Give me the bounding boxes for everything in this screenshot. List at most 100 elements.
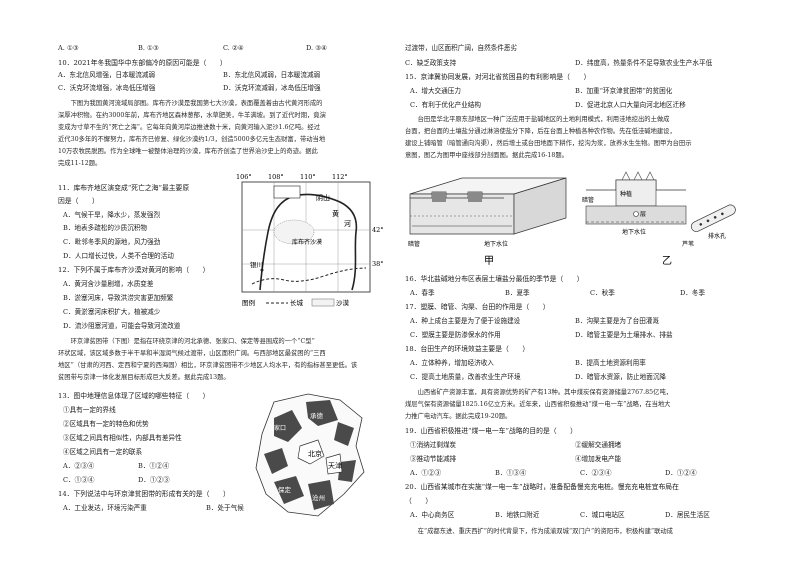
option: C．塑膜主要是防渗保水的作用 — [410, 331, 501, 339]
map-label: 沧州 — [312, 493, 325, 502]
question-14: 14．下列说法中与环京津贫困带的形成有关的是（ ） — [58, 490, 230, 498]
lon-label: 108° — [268, 173, 284, 181]
list-item: ①具有一定的界线 — [63, 406, 116, 414]
option: D．沃克环流减弱，冰岛低压增强 — [223, 84, 321, 92]
question-15: 15．京津冀协同发展，对河北省贫困县的有利影响是（ ） — [405, 73, 591, 81]
legend-title: 图例 — [242, 298, 255, 307]
option: C．有利于优化产业结构 — [410, 101, 481, 109]
passage-line: 深厚冲积物。在约3000年前，库布齐地区森林葱郁，水草肥美，牛羊满坡。到了近代时… — [58, 112, 326, 119]
option: D．流沙阻塞河道，可能会导致河流改道 — [63, 322, 181, 330]
kubuqi-map: 106° 108° 110° 112° 42° 38° 阴山 黄 河 库布齐沙漠… — [236, 173, 384, 307]
lon-label: 110° — [300, 173, 316, 181]
passage-line: 环状区域，该区域多数于半干旱和半湿润气候过渡带，山区面积广阔。与西部地区最贫困的… — [58, 350, 326, 357]
option: C. ②④ — [223, 44, 244, 52]
option: C．①③④ — [63, 476, 95, 484]
option: C．提高土地质量，改善农业生产环境 — [410, 373, 521, 381]
option: A．立体种养，增加经济收入 — [410, 359, 494, 367]
option: D．①②④ — [665, 469, 697, 477]
option: B．地铁口附近 — [495, 511, 540, 519]
option: D．人口增长过快，人类不合理的活动 — [63, 252, 174, 260]
option: A．气候干旱，降水少，蒸发强烈 — [63, 211, 161, 219]
passage-line: 建设上铺暗管（暗管通向沟渠），然后增土或台田地面下耕作，挖沟为浆，放养水生生物。… — [405, 140, 692, 147]
map-label: 保定 — [278, 485, 292, 494]
passage-line: 煤层气保有资源储量1825.16亿立方米。近年来，山西省积极推动“煤一电一车”战… — [405, 401, 671, 408]
option: D．纬度高，热量条件不足导致农业生产水平低 — [575, 59, 713, 67]
map-label: 库布齐沙漠 — [292, 238, 322, 246]
option: B．①③④ — [495, 469, 527, 477]
option: D．促进北京人口大量向河北地区迁移 — [575, 101, 686, 109]
option: C．城口电站区 — [580, 511, 625, 519]
option: A．中心商务区 — [410, 511, 455, 519]
option: B．加重“环京津贫困带”的贫困化 — [575, 87, 673, 95]
figure-label: 地下水位 — [484, 240, 508, 248]
passage-line: 变成为寸草不生的“死亡之海”。它每年向黄河岸边推进数十米，向黄河输入泥沙1.6亿… — [58, 124, 321, 131]
map-label: 北京 — [308, 449, 322, 458]
list-item: ③推动节能减排 — [410, 455, 457, 463]
list-item: ④区域之间具有一定的联系 — [63, 448, 143, 456]
figure-yi: 种植 层 暗管 地下水位 排水孔 芦苇 乙 — [582, 171, 736, 267]
map-label: 天津 — [328, 462, 342, 470]
passage-line: 在“成都东进、重庆西扩”的时代背景下，作为成渝双城“双门户”的资阳市，积极构建“… — [405, 528, 673, 535]
lon-label: 112° — [332, 173, 348, 181]
lat-label: 38° — [372, 260, 384, 268]
figure-label: 地下水位 — [622, 228, 646, 236]
desert-area — [273, 219, 315, 245]
option: A．增大交通压力 — [410, 87, 461, 95]
option: D．居民生活区 — [665, 511, 710, 519]
question-12: 12．下列不属于库布齐沙漠对黄河的影响（ ） — [58, 266, 210, 274]
option: D. ③④ — [306, 44, 328, 52]
list-item: ④增加发电产能 — [575, 455, 622, 463]
passage-line: 近代30多年的不懈努力，库布齐已修复、绿化沙漠约1/3，创造5000多亿元生态财… — [58, 136, 326, 143]
passage-line: 完成11-12题。 — [58, 160, 102, 167]
option: A．①②③ — [410, 469, 442, 477]
figure-caption: 乙 — [662, 255, 672, 267]
option: A. ①③ — [58, 44, 79, 52]
question-10: 10．2021年冬我国华中东部偏冷的原因可能是（ ） — [58, 59, 227, 67]
option: B．东北信风减弱，日本暖流减弱 — [223, 71, 321, 79]
option: B．提高土地资源利用率 — [575, 359, 646, 367]
option: A．黄河含沙量剧增，水质变差 — [63, 280, 154, 288]
map-label: 阴山 — [316, 193, 330, 202]
figure-label: 芦苇 — [682, 240, 694, 248]
list-item: ②区域具有一定的特色和优势 — [63, 420, 149, 428]
option: C．沃克环流增强，冰岛低压增强 — [58, 84, 156, 92]
option: B. ①③ — [138, 44, 159, 52]
option: C．缺乏政策支持 — [405, 59, 457, 67]
great-wall — [251, 267, 367, 285]
legend-label: 沙漠 — [336, 298, 350, 307]
option: A．②③④ — [63, 462, 95, 470]
map-label: 黄 — [332, 209, 339, 218]
option: D．①②③ — [138, 476, 170, 484]
yellow-river — [259, 193, 358, 291]
figure-label: 暗管 — [582, 196, 594, 204]
figure-label: 暗管 — [408, 240, 420, 248]
poverty-belt-map: 北京 天津 承德 张家口 保定 沧州 — [255, 393, 365, 517]
passage-line: 10万农牧民脱困。作为全球唯一被整体治理的沙漠，库布齐创造了世界治沙史上的奇迹。… — [58, 148, 318, 155]
question-11: 11．库布齐地区演变成“死亡之海”最主要原 — [58, 184, 190, 192]
lat-label: 42° — [372, 226, 384, 234]
option: A．东北信风增强，日本暖流减弱 — [58, 71, 156, 79]
option: C．秋季 — [590, 289, 615, 297]
option: B．沟渠主要是为了台田灌溉 — [575, 317, 659, 325]
map-label: 河 — [344, 220, 351, 228]
option: C．毗邻冬季风的源地，风力强劲 — [63, 238, 161, 246]
list-item: ①消纳过剩煤炭 — [410, 441, 457, 449]
map-label: 张家口 — [268, 424, 286, 432]
map-label: 承德 — [310, 411, 324, 420]
figure-label: 层 — [640, 211, 646, 218]
continued-text: 过渡带，山区面积广阔，自然条件恶劣 — [405, 44, 518, 52]
passage-line: 环京津贫困带（下图）是指在环绕京津的河北承德、张家口、保定等县围成的一个“C型” — [58, 338, 315, 345]
figure-label: 种植 — [620, 190, 632, 198]
option: D．暗管主要是为土壤排水、排盐 — [575, 331, 673, 339]
option: B．淤塞河床，导致洪涝灾害更加频繁 — [63, 294, 174, 302]
question-18: 18．台田生产的环境效益主要是（ ） — [405, 345, 530, 353]
figure-label: 排水孔 — [708, 232, 726, 240]
question-19: 19．山西省积极推进“煤一电一车”战略的目的是（ ） — [405, 427, 577, 435]
question-13: 13．图中地理信息体现了区域的哪些特征（ ） — [58, 392, 210, 400]
option: A．工业发达，环境污染严重 — [63, 504, 147, 512]
option: C．②③④ — [580, 469, 612, 477]
option: D．冬季 — [680, 289, 706, 297]
option: D．暗管水资源，防止地面沉降 — [575, 373, 667, 381]
question-20: 20．山西省某城市在实施“煤一电一车”战略时，准备配备慢充充电桩。慢充充电桩宜布… — [405, 483, 679, 491]
map-label: 银川 — [250, 260, 263, 269]
